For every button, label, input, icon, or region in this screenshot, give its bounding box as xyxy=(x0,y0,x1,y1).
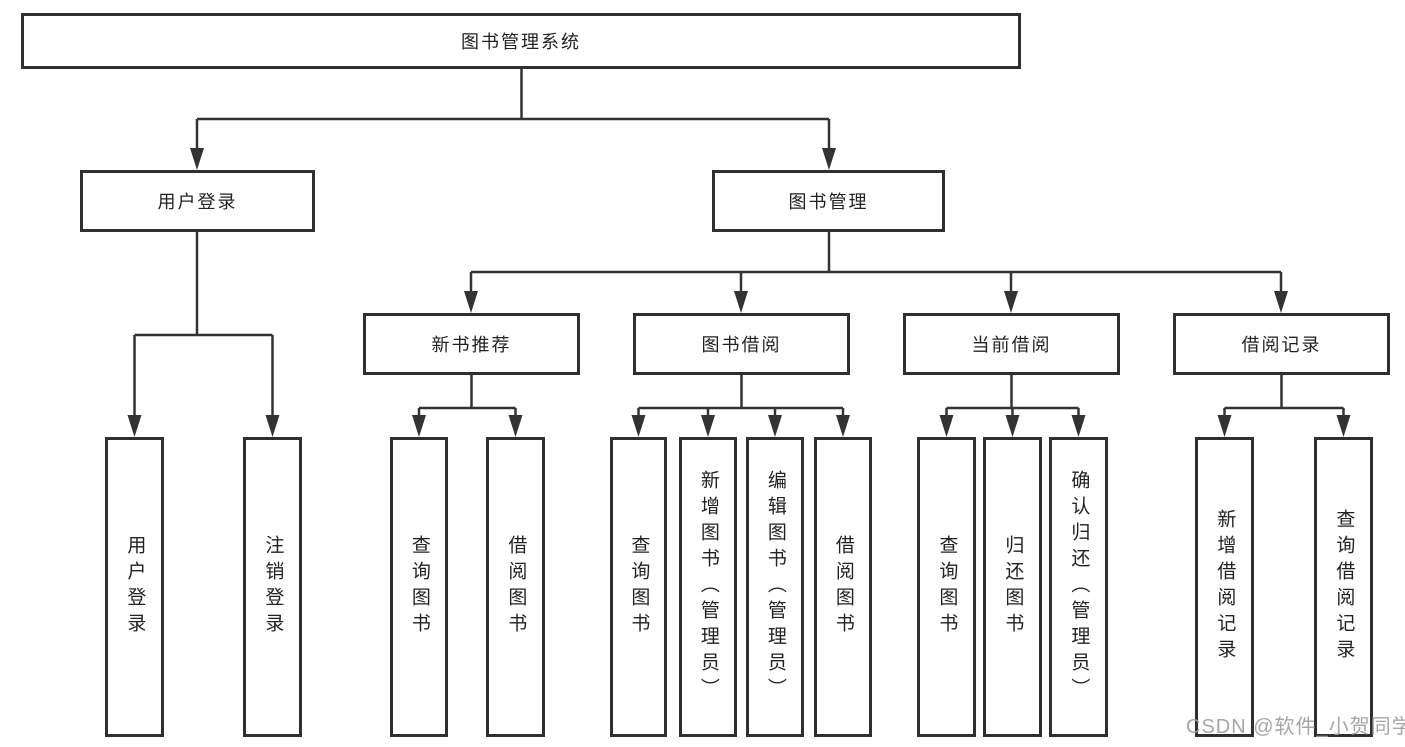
leaf-user-login: 用户登录 xyxy=(105,437,164,737)
node-new-book-recommend: 新书推荐 xyxy=(363,313,580,375)
leaf-bb-borrow-books: 借阅图书 xyxy=(814,437,872,737)
leaf-br-query-record: 查询借阅记录 xyxy=(1314,437,1373,737)
leaf-nbr-borrow-books: 借阅图书 xyxy=(486,437,545,737)
node-current-borrow: 当前借阅 xyxy=(903,313,1120,375)
leaf-br-add-record: 新增借阅记录 xyxy=(1195,437,1254,737)
node-borrow-records: 借阅记录 xyxy=(1173,313,1390,375)
connector-bookmgmt-to-level3 xyxy=(469,232,1283,293)
connector-bookborrow-to-leaves xyxy=(637,375,845,417)
leaf-cb-query-books: 查询图书 xyxy=(917,437,976,737)
connector-userlogin-to-leaves xyxy=(133,232,274,417)
leaf-bb-add-books-admin: 新增图书（管理员） xyxy=(679,437,737,737)
node-book-borrow: 图书借阅 xyxy=(633,313,850,375)
connector-currentborrow-to-leaves xyxy=(945,375,1080,417)
connector-newbookrec-to-leaves xyxy=(417,375,517,417)
leaf-nbr-query-books: 查询图书 xyxy=(390,437,448,737)
node-user-login-branch: 用户登录 xyxy=(80,170,315,232)
connector-borrowrecords-to-leaves xyxy=(1223,375,1345,417)
node-book-management-branch: 图书管理 xyxy=(712,170,945,232)
leaf-logout: 注销登录 xyxy=(243,437,302,737)
leaf-cb-return-books: 归还图书 xyxy=(983,437,1042,737)
leaf-bb-edit-books-admin: 编辑图书（管理员） xyxy=(746,437,804,737)
leaf-bb-query-books: 查询图书 xyxy=(610,437,667,737)
leaf-cb-confirm-return-admin: 确认归还（管理员） xyxy=(1049,437,1108,737)
node-root-system: 图书管理系统 xyxy=(21,13,1021,69)
csdn-watermark: CSDN @软件_小贺同学 xyxy=(1186,716,1405,738)
connector-root-to-level2 xyxy=(195,69,831,150)
